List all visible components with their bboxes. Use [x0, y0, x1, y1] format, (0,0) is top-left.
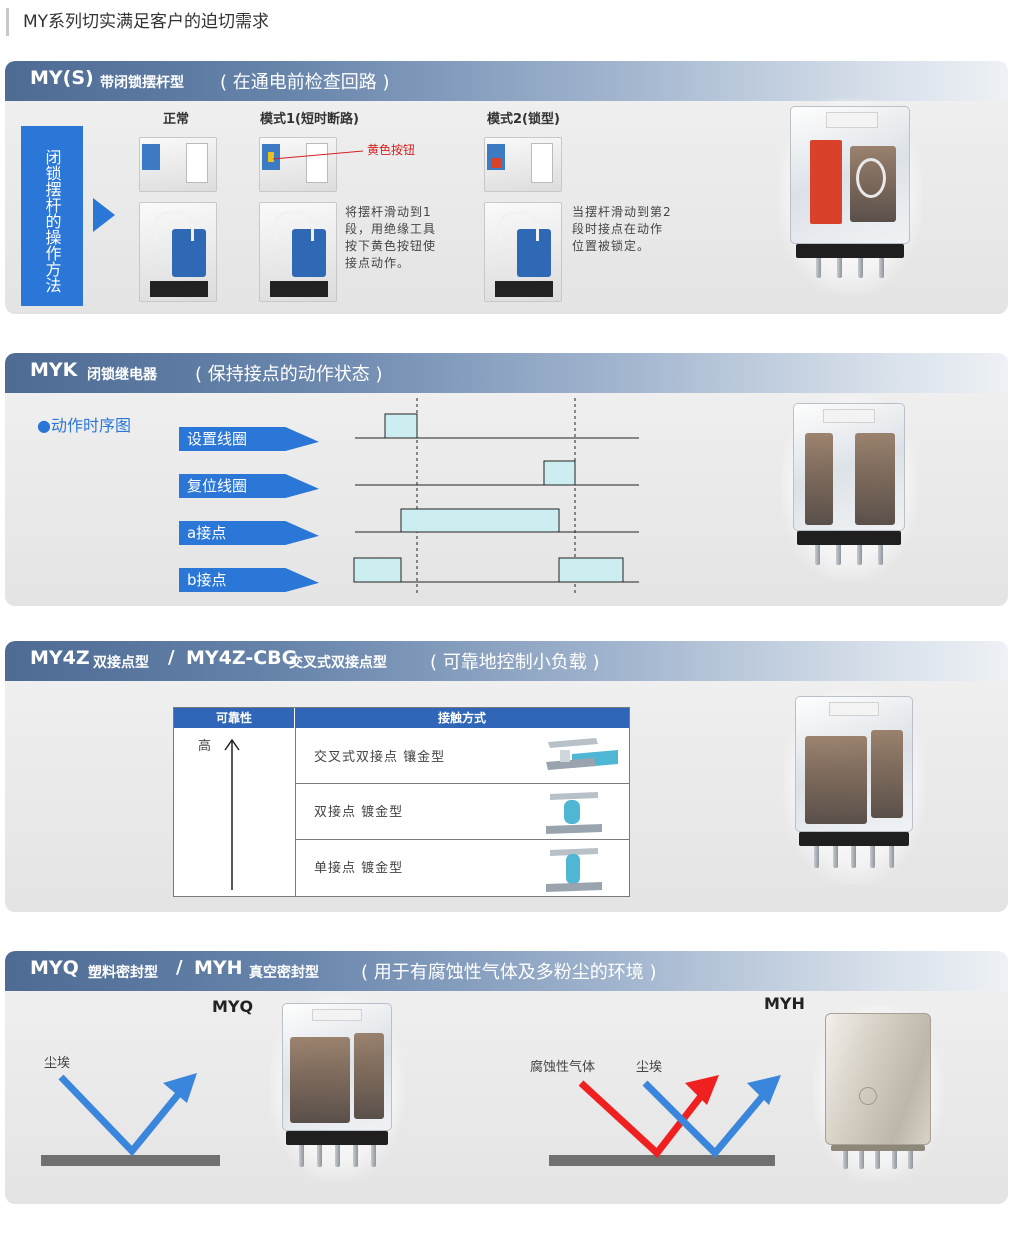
- label-myq: MYQ: [212, 997, 254, 1016]
- page-title: MY系列切实满足客户的迫切需求: [6, 8, 269, 36]
- col-mode2: 模式2(锁型): [487, 112, 560, 127]
- tag-reset-coil: 复位线圈: [179, 474, 319, 498]
- model-desc: ( 可靠地控制小负载 ): [430, 652, 600, 673]
- mode1-desc: 将摆杆滑动到1段，用绝缘工具按下黄色按钮使接点动作。: [345, 205, 437, 270]
- panel-header-myk: MYK 闭锁继电器 ( 保持接点的动作状态 ): [5, 353, 1008, 393]
- model-name: MYK: [30, 359, 78, 381]
- contact-type-label: 单接点 镀金型: [314, 861, 404, 876]
- model-type: 塑料密封型: [88, 965, 158, 981]
- pulse-b-2: [558, 557, 624, 583]
- photo-mode2-bottom: [484, 202, 562, 302]
- label-myh: MYH: [764, 994, 805, 1013]
- model-desc: ( 用于有腐蚀性气体及多粉尘的环境 ): [361, 962, 657, 983]
- col-normal: 正常: [163, 112, 190, 127]
- panel-my4z: MY4Z 双接点型 / MY4Z-CBG 交叉式双接点型 ( 可靠地控制小负载 …: [5, 641, 1008, 912]
- photo-mode1-top: [259, 137, 337, 192]
- photo-mode2-top: [484, 137, 562, 192]
- model-name-2: MYH: [194, 957, 243, 979]
- timing-diagram: [353, 398, 639, 596]
- model-name-2: MY4Z-CBG: [186, 647, 298, 669]
- panel-header-mys: MY(S) 带闭锁摆杆型 ( 在通电前检查回路 ): [5, 61, 1008, 101]
- relay-myq-image: [270, 995, 404, 1181]
- arrow-right-icon: [93, 198, 115, 232]
- callout-yellow-button: 黄色按钮: [367, 143, 416, 157]
- relay-myk-image: [781, 395, 917, 581]
- panel-header-myq: MYQ 塑料密封型 / MYH 真空密封型 ( 用于有腐蚀性气体及多粉尘的环境 …: [5, 951, 1008, 991]
- panel-mys: MY(S) 带闭锁摆杆型 ( 在通电前检查回路 ) 闭锁摆杆的操作方法 正常 模…: [5, 61, 1008, 314]
- model-separator: /: [168, 647, 175, 668]
- relay-my4z-image: [783, 688, 925, 884]
- table-header-contact: 接触方式: [295, 708, 629, 728]
- contact-table: 可靠性 接触方式 高 交叉式双接点 镶金型 双接点 镀金型: [173, 707, 630, 897]
- tag-b-contact: b接点: [179, 568, 319, 592]
- callout-line: [272, 150, 364, 160]
- tag-set-coil: 设置线圈: [179, 427, 319, 451]
- reliability-high: 高: [198, 739, 212, 754]
- pulse-a: [400, 508, 560, 533]
- label-corrosive-gas: 腐蚀性气体: [530, 1060, 596, 1075]
- model-type-2: 真空密封型: [249, 965, 319, 981]
- dust-deflection-diagram: [41, 1073, 220, 1166]
- panel-myk: MYK 闭锁继电器 ( 保持接点的动作状态 ) ●动作时序图 设置线圈 复位线圈…: [5, 353, 1008, 606]
- table-row: 单接点 镀金型: [296, 841, 629, 896]
- photo-mode1-bottom: [259, 202, 337, 302]
- floor-surface: [41, 1155, 220, 1166]
- arrow-up-icon: [224, 738, 240, 890]
- gas-arrow: [578, 1080, 708, 1159]
- gas-dust-deflection-diagram: [549, 1075, 781, 1166]
- floor-surface: [549, 1155, 775, 1166]
- dust-arrow: [642, 1080, 770, 1159]
- contact-type-label: 交叉式双接点 镶金型: [314, 750, 446, 765]
- side-label: 闭锁摆杆的操作方法: [21, 126, 83, 306]
- model-desc: ( 保持接点的动作状态 ): [195, 364, 383, 385]
- mode2-desc: 当摆杆滑动到第2段时接点在动作位置被锁定。: [572, 205, 672, 253]
- tag-a-contact: a接点: [179, 521, 319, 545]
- relay-mys-image: [778, 98, 922, 294]
- model-separator: /: [176, 957, 183, 978]
- model-name: MY4Z: [30, 647, 90, 669]
- table-row: 交叉式双接点 镶金型: [296, 728, 629, 784]
- panel-header-my4z: MY4Z 双接点型 / MY4Z-CBG 交叉式双接点型 ( 可靠地控制小负载 …: [5, 641, 1008, 681]
- pulse-set: [384, 413, 418, 439]
- table-row: 双接点 镀金型: [296, 785, 629, 840]
- model-type: 带闭锁摆杆型: [100, 75, 184, 91]
- photo-normal-bottom: [139, 202, 217, 302]
- model-name: MYQ: [30, 957, 79, 979]
- twin-contact-icon: [546, 792, 602, 834]
- timing-title: ●动作时序图: [37, 416, 131, 435]
- relay-myh-image: [813, 1005, 943, 1181]
- model-desc: ( 在通电前检查回路 ): [220, 72, 390, 93]
- contact-type-label: 双接点 镀金型: [314, 805, 404, 820]
- pulse-reset: [543, 460, 576, 486]
- model-name: MY(S): [30, 67, 94, 89]
- pulse-b-1: [353, 557, 402, 583]
- col-mode1: 模式1(短时断路): [260, 112, 359, 127]
- photo-normal-top: [139, 137, 217, 192]
- model-type: 双接点型: [93, 655, 149, 671]
- model-type: 闭锁继电器: [87, 367, 157, 383]
- panel-myq: MYQ 塑料密封型 / MYH 真空密封型 ( 用于有腐蚀性气体及多粉尘的环境 …: [5, 951, 1008, 1204]
- model-type-2: 交叉式双接点型: [289, 655, 387, 671]
- crossbar-contact-icon: [546, 738, 618, 770]
- label-dust-right: 尘埃: [636, 1060, 663, 1075]
- dust-arrow: [58, 1074, 184, 1157]
- label-dust-left: 尘埃: [44, 1056, 71, 1071]
- single-contact-icon: [546, 848, 602, 892]
- table-header-reliability: 可靠性: [174, 708, 295, 728]
